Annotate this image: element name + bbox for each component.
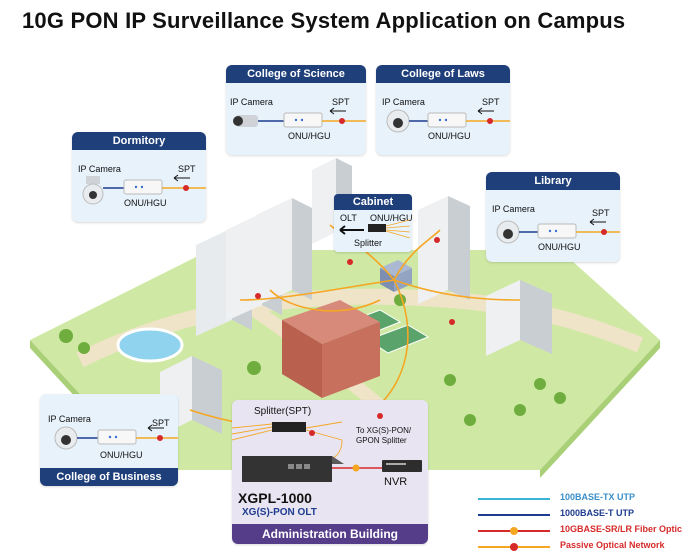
olt-label: OLT <box>340 213 357 223</box>
onu-label: ONU/HGU <box>288 131 331 141</box>
pon-markers <box>255 237 455 416</box>
onu-icon <box>97 429 137 445</box>
legend-label: Passive Optical Network <box>560 540 665 550</box>
pon-marker-icon <box>183 185 189 191</box>
dome-camera-icon <box>54 426 78 450</box>
dome-camera-icon <box>386 109 410 133</box>
onu-icon <box>427 112 467 128</box>
dome-camera-icon <box>496 220 520 244</box>
panel-library: Library IP Camera SPT ONU/HGU <box>486 172 620 262</box>
onu-label: ONU/HGU <box>124 198 167 208</box>
panel-college-of-business: IP Camera SPT ONU/HGU College of Busines… <box>40 394 178 486</box>
device-diagram <box>82 174 206 205</box>
legend-label: 100BASE-TX UTP <box>560 492 636 502</box>
device-name: XGPL-1000 <box>238 490 312 506</box>
spt-label: SPT <box>152 418 170 428</box>
cabinet-header: Cabinet <box>334 194 412 210</box>
device-diagram <box>496 218 620 244</box>
cabinet-diagram <box>339 219 411 239</box>
spt-label: SPT <box>482 97 500 107</box>
onu-label: ONU/HGU <box>428 131 471 141</box>
ip-camera-label: IP Camera <box>48 414 91 424</box>
splitter-icon <box>368 224 386 232</box>
legend-item-100base-tx: 100BASE-TX UTP <box>478 492 698 506</box>
pon-marker-icon <box>487 118 493 124</box>
onu-label: ONU/HGU <box>100 450 143 460</box>
legend-label: 1000BASE-T UTP <box>560 508 635 518</box>
ip-camera-label: IP Camera <box>78 164 121 174</box>
onu-label: ONU/HGU <box>538 242 581 252</box>
device-diagram <box>54 424 178 450</box>
panel-dormitory: Dormitory IP Camera SPT ONU/HGU <box>72 132 206 222</box>
laws-tower <box>418 196 470 304</box>
spt-label: SPT <box>592 208 610 218</box>
arrow-left-icon <box>589 218 606 226</box>
legend-label: 10GBASE-SR/LR Fiber Optic <box>560 524 683 534</box>
pon-marker-icon <box>339 118 345 124</box>
arrow-left-icon <box>477 107 494 115</box>
panel-college-of-laws: College of Laws IP Camera SPT ONU/HGU <box>376 65 510 155</box>
pon-marker-icon <box>377 413 383 419</box>
pon-marker-icon <box>157 435 163 441</box>
admin-footer: Administration Building <box>232 524 428 544</box>
to-splitter-label: To XG(S)-PON/ GPON Splitter <box>356 426 412 445</box>
nvr-label: NVR <box>384 476 408 488</box>
onu-label: ONU/HGU <box>370 213 413 223</box>
ip-camera-label: IP Camera <box>492 204 535 214</box>
legend-line <box>478 514 550 516</box>
spt-splitter-icon <box>272 422 306 432</box>
brick-building <box>282 300 380 398</box>
pon-marker-icon <box>601 229 607 235</box>
panel-header: College of Laws <box>376 65 510 83</box>
legend-line <box>478 498 550 500</box>
onu-icon <box>537 223 577 239</box>
pon-marker-icon <box>510 543 518 551</box>
arrow-left-icon <box>339 225 364 235</box>
legend-item-1000base-t: 1000BASE-T UTP <box>478 508 698 522</box>
panel-header: Library <box>486 172 620 190</box>
device-diagram <box>386 107 510 133</box>
diagram-title: 10G PON IP Surveillance System Applicati… <box>22 8 626 33</box>
device-diagram <box>233 107 366 128</box>
device-subtitle: XG(S)-PON OLT <box>242 507 317 518</box>
panel-college-of-science: College of Science IP Camera SPT ONU/HGU <box>226 65 366 155</box>
fiber-marker-icon <box>510 527 518 535</box>
panel-header: College of Business <box>40 468 178 486</box>
ip-camera-label: IP Camera <box>382 97 425 107</box>
legend-item-fiber-optic: 10GBASE-SR/LR Fiber Optic <box>478 524 698 538</box>
spt-label: SPT <box>178 164 196 174</box>
panel-administration-building: Splitter(SPT) To XG(S)-PON/ GPON Splitte… <box>232 400 428 544</box>
dormitory-towers <box>196 198 312 336</box>
arrow-left-icon <box>147 424 164 432</box>
nvr-icon <box>382 460 422 472</box>
arrow-left-icon <box>329 107 346 115</box>
splitter-label: Splitter <box>354 238 383 248</box>
panel-header: College of Science <box>226 65 366 83</box>
panel-cabinet: Cabinet OLT ONU/HGU Splitter <box>334 194 413 252</box>
olt-device-icon <box>242 456 344 482</box>
admin-diagram <box>232 413 422 482</box>
ptz-camera-icon <box>82 176 104 205</box>
legend-item-pon: Passive Optical Network <box>478 540 698 554</box>
fiber-marker-icon <box>352 464 360 472</box>
pon-marker-icon <box>309 430 315 436</box>
onu-icon <box>123 179 163 195</box>
arrow-left-icon <box>173 174 190 182</box>
campus-pond <box>116 327 184 363</box>
onu-icon <box>283 112 323 128</box>
ip-camera-icon <box>233 115 258 127</box>
ip-camera-label: IP Camera <box>230 97 273 107</box>
panel-header: Dormitory <box>72 132 206 150</box>
spt-label: SPT <box>332 97 350 107</box>
splitter-spt-label: Splitter(SPT) <box>254 406 312 417</box>
trees <box>59 294 566 426</box>
